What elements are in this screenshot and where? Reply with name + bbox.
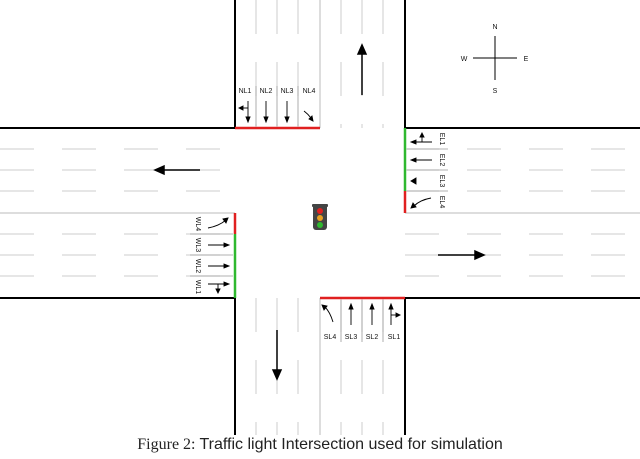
compass-north-label: N — [492, 24, 497, 31]
lane-label-sl2: SL2 — [366, 334, 379, 341]
intersection-diagram: NL1 NL2 NL3 NL4 SL4 SL3 SL2 SL1 — [0, 0, 640, 435]
lane-arrow-sl1 — [388, 302, 402, 325]
lane-arrow-wl1 — [208, 281, 231, 295]
flow-arrow-southbound — [271, 330, 283, 381]
flow-arrow-northbound — [356, 43, 368, 95]
lane-arrow-nl4 — [303, 110, 314, 122]
lane-label-el1: EL1 — [438, 133, 445, 146]
lane-arrow-sl2 — [369, 302, 375, 325]
lane-label-wl3: WL3 — [194, 238, 201, 253]
lane-label-wl1: WL1 — [194, 280, 201, 295]
se-curb — [404, 297, 640, 435]
lane-arrow-sl4 — [321, 304, 334, 323]
lane-label-el3: EL3 — [438, 175, 445, 188]
lane-label-sl4: SL4 — [324, 334, 337, 341]
lane-arrow-nl1 — [237, 101, 251, 124]
west-lanes: WL4 WL3 WL2 WL1 — [194, 217, 231, 295]
lane-arrow-nl3 — [284, 101, 290, 124]
lane-label-nl1: NL1 — [239, 88, 252, 95]
sw-curb — [0, 297, 236, 435]
lane-label-el4: EL4 — [438, 196, 445, 209]
stop-lines — [233, 126, 407, 300]
nw-curb — [0, 0, 236, 129]
lane-label-nl3: NL3 — [281, 88, 294, 95]
east-lanes: EL1 EL2 EL3 EL4 — [409, 131, 445, 209]
flow-arrows — [153, 43, 486, 381]
lane-label-el2: EL2 — [438, 154, 445, 167]
compass-east-label: E — [524, 56, 529, 63]
lane-arrow-nl2 — [263, 101, 269, 124]
lane-label-wl2: WL2 — [194, 259, 201, 274]
lane-label-dividers — [190, 86, 448, 342]
median-lines — [0, 0, 640, 435]
lane-arrow-el3 — [410, 177, 417, 185]
compass-west-label: W — [461, 56, 468, 63]
lane-arrow-wl3 — [208, 242, 231, 248]
lane-label-wl4: WL4 — [194, 217, 201, 232]
lane-label-nl2: NL2 — [260, 88, 273, 95]
lane-arrow-wl2 — [208, 263, 231, 269]
north-lanes: NL1 NL2 NL3 NL4 — [237, 88, 316, 124]
ne-curb — [404, 0, 640, 129]
caption-text: Traffic light Intersection used for simu… — [199, 436, 503, 453]
flow-arrow-westbound — [153, 164, 200, 176]
lane-label-sl1: SL1 — [388, 334, 401, 341]
lane-arrow-wl4 — [207, 217, 229, 229]
caption-figure-number: Figure 2: — [137, 436, 196, 453]
lane-label-nl4: NL4 — [303, 88, 316, 95]
south-lanes: SL4 SL3 SL2 SL1 — [321, 302, 402, 341]
lane-arrow-el4 — [410, 197, 432, 209]
flow-arrow-eastbound — [438, 249, 486, 261]
lane-arrow-el2 — [409, 157, 432, 163]
compass-south-label: S — [493, 88, 498, 95]
traffic-light-icon — [312, 204, 328, 230]
figure-caption: Figure 2: Traffic light Intersection use… — [0, 436, 640, 454]
lane-arrow-sl3 — [348, 302, 354, 325]
compass-icon: N S E W — [461, 24, 529, 95]
lane-arrow-el1 — [409, 131, 432, 145]
lane-label-sl3: SL3 — [345, 334, 358, 341]
